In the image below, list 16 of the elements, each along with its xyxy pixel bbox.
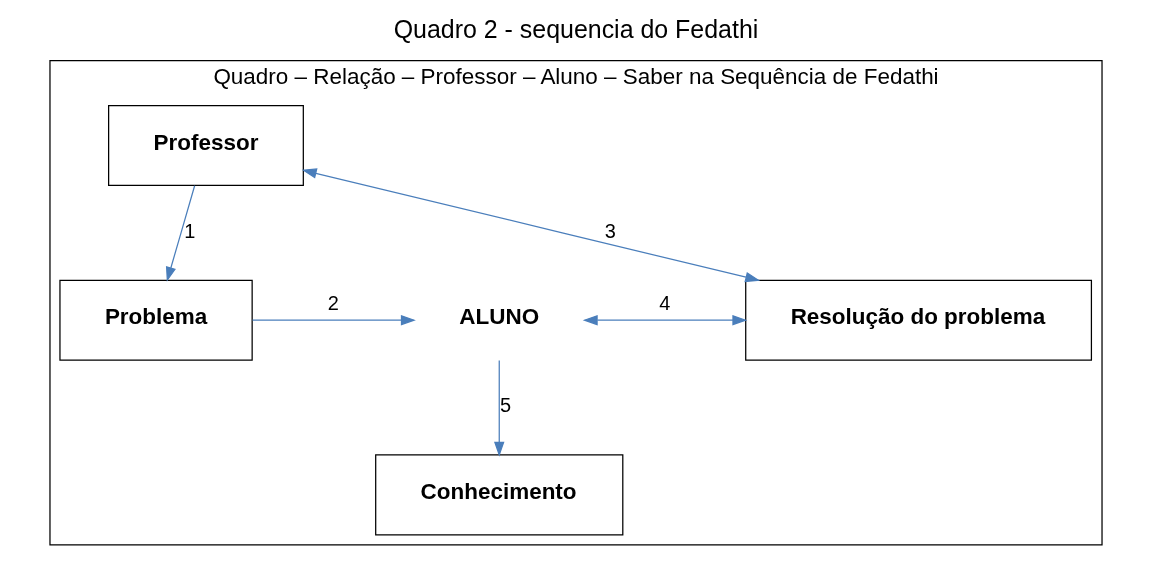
edge-label: 5 <box>499 394 512 417</box>
edge-label: 2 <box>327 291 339 314</box>
edge-label: 1 <box>184 219 196 242</box>
edge-label: 4 <box>659 291 671 314</box>
arrow <box>494 359 505 457</box>
edge-label: 3 <box>604 219 616 242</box>
node-box: Professor <box>108 104 304 187</box>
node-box: Conhecimento <box>375 454 624 536</box>
diagram-title: Quadro 2 - sequencia do Fedathi <box>393 15 759 44</box>
node-text: ALUNO <box>459 304 540 330</box>
node-box: Problema <box>59 279 253 361</box>
node-box: Resolução do problema <box>745 279 1093 361</box>
arrow <box>582 314 748 326</box>
arrow <box>301 168 761 283</box>
arrow <box>165 185 196 282</box>
arrow <box>251 314 416 326</box>
